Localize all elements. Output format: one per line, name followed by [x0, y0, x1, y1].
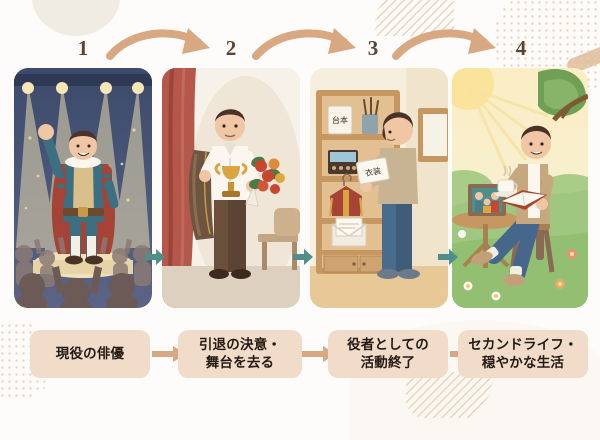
panel-connector-arrow-icon-3: [438, 249, 458, 265]
panel-step-3-end-of-acting-career[interactable]: 台本: [310, 68, 448, 308]
caption-label-row: 現役の俳優 引退の決意・ 舞台を去る 役者としての 活動終了: [0, 330, 600, 380]
panel-connector-arrow-icon-2: [293, 249, 313, 265]
panel-step-4-second-life[interactable]: [452, 68, 588, 308]
step-number-1: 1: [77, 36, 89, 60]
caption-line: 舞台を去る: [205, 355, 275, 370]
svg-text:衣装: 衣装: [364, 166, 381, 179]
curved-arrow-icon-3: [392, 28, 496, 60]
caption-label-step-4[interactable]: セカンドライフ・ 穏やかな生活: [458, 330, 588, 378]
step-number-3: 3: [367, 36, 379, 60]
caption-line: 現役の俳優: [55, 345, 125, 361]
caption-line: 活動終了: [360, 355, 416, 370]
panel-connector-arrow-icon-1: [145, 249, 165, 265]
caption-arrow-icon-1: [152, 346, 186, 362]
step-number-row: 1 2 3 4: [0, 28, 600, 72]
illustration-panel-row: 台本: [0, 68, 600, 308]
caption-line: 役者としての: [347, 336, 429, 352]
panel-step-1-actor-on-stage[interactable]: [14, 68, 152, 308]
step-number-2: 2: [225, 36, 237, 60]
caption-label-step-1[interactable]: 現役の俳優: [30, 330, 150, 378]
caption-label-step-2[interactable]: 引退の決意・ 舞台を去る: [178, 330, 302, 378]
caption-arrow-icon-2: [302, 346, 336, 362]
caption-line: 穏やかな生活: [481, 355, 565, 370]
step-number-4: 4: [515, 36, 527, 60]
caption-label-step-3[interactable]: 役者としての 活動終了: [328, 330, 448, 378]
curved-arrow-icon-1: [106, 28, 210, 60]
panel-step-2-retirement-decision[interactable]: [162, 68, 300, 308]
svg-text:台本: 台本: [332, 115, 348, 125]
caption-line: 引退の決意・: [198, 336, 282, 352]
infographic-canvas: 1 2 3 4: [0, 0, 600, 418]
curved-arrow-icon-2: [252, 28, 356, 60]
caption-line: セカンドライフ・: [468, 336, 578, 352]
